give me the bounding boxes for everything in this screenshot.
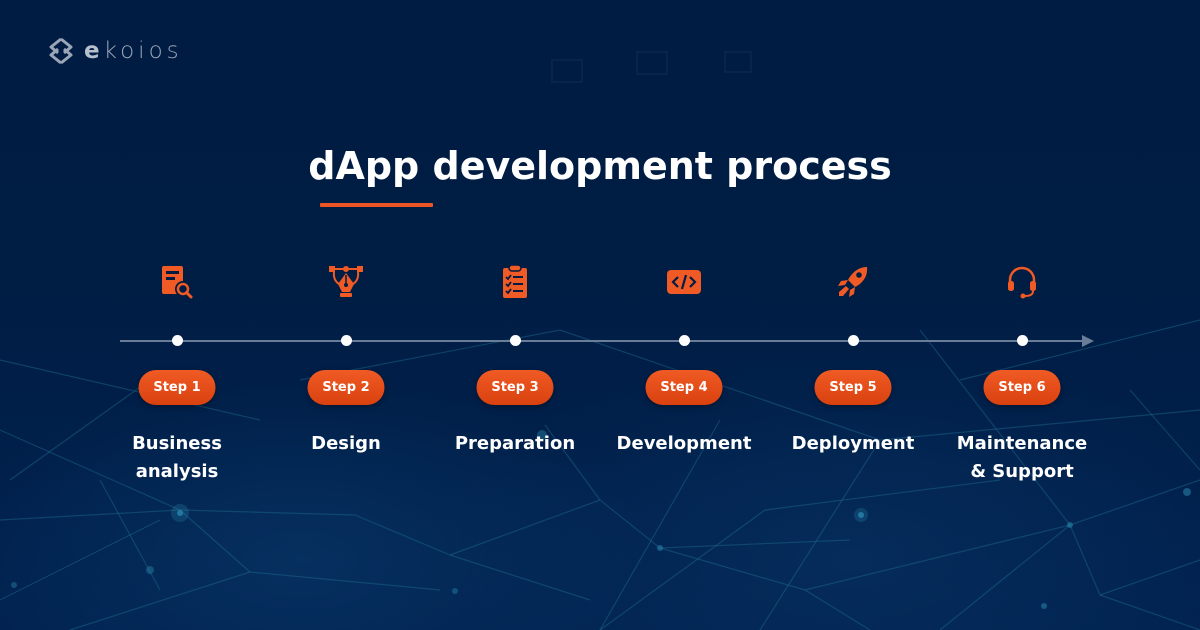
step-badge: Step 4 bbox=[645, 370, 723, 405]
timeline-dot bbox=[848, 335, 859, 346]
brand-logo[interactable]: ekoios bbox=[46, 36, 183, 66]
title-underline-accent bbox=[320, 203, 433, 207]
pen-tool-icon bbox=[328, 264, 364, 300]
code-icon bbox=[666, 264, 702, 300]
brand-name-rest: koios bbox=[103, 37, 183, 64]
brand-name-initial: e bbox=[84, 37, 104, 64]
clipboard-checklist-icon bbox=[497, 264, 533, 300]
step-badge: Step 6 bbox=[983, 370, 1061, 405]
step-label: Preparation bbox=[454, 433, 576, 454]
step-label: Business analysis bbox=[132, 433, 222, 482]
step-label: Development bbox=[616, 433, 752, 454]
step-label: Maintenance & Support bbox=[956, 433, 1088, 482]
timeline-dot bbox=[172, 335, 183, 346]
brand-name: ekoios bbox=[84, 37, 183, 64]
page-title: dApp development process bbox=[308, 144, 892, 188]
rocket-icon bbox=[835, 264, 871, 300]
step-label: Design bbox=[311, 433, 381, 454]
headset-icon bbox=[1004, 264, 1040, 300]
ekoios-mark-icon bbox=[49, 37, 73, 65]
document-search-icon bbox=[159, 264, 195, 300]
step-badge: Step 5 bbox=[814, 370, 892, 405]
step-badge: Step 1 bbox=[138, 370, 216, 405]
step-label: Deployment bbox=[791, 433, 915, 454]
timeline-line bbox=[120, 340, 1086, 342]
timeline-dot bbox=[1017, 335, 1028, 346]
timeline-dot bbox=[679, 335, 690, 346]
timeline-arrow-icon bbox=[1082, 335, 1094, 347]
step-badge: Step 3 bbox=[476, 370, 554, 405]
timeline-dot bbox=[510, 335, 521, 346]
step-badge: Step 2 bbox=[307, 370, 385, 405]
timeline-dot bbox=[341, 335, 352, 346]
